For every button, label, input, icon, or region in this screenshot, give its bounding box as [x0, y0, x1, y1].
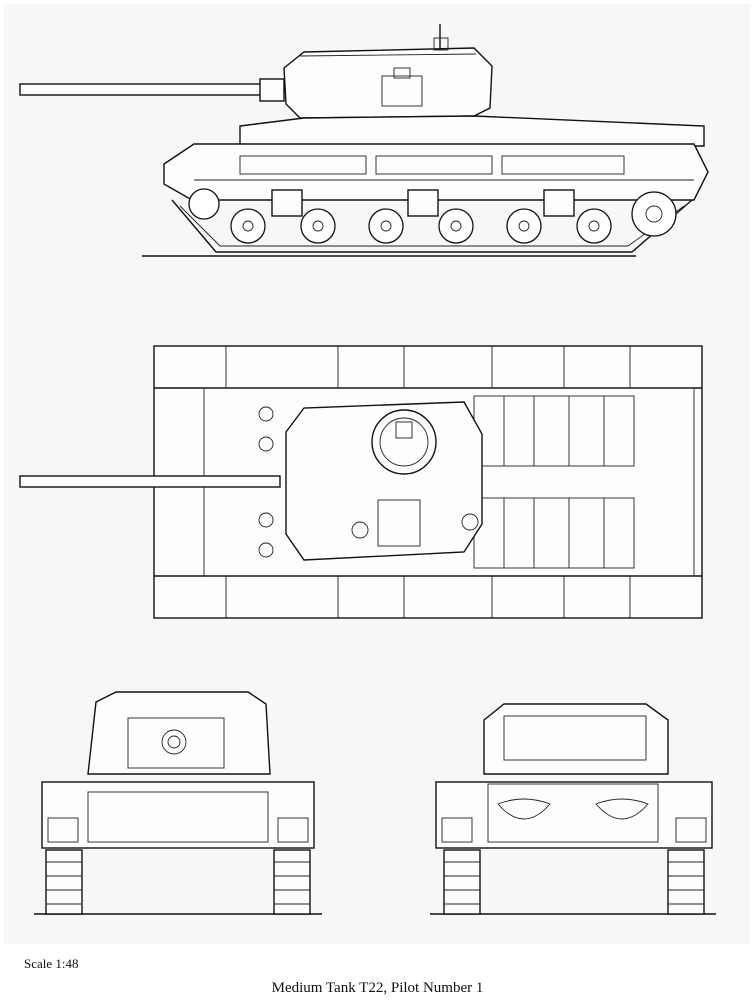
side-view [19, 24, 709, 257]
figure-caption: Medium Tank T22, Pilot Number 1 [271, 980, 484, 996]
drawing-plate [4, 4, 750, 944]
scale-label: Scale 1:48 [24, 956, 79, 971]
front-view [34, 691, 322, 915]
top-view [19, 345, 703, 619]
rear-view [430, 703, 716, 915]
